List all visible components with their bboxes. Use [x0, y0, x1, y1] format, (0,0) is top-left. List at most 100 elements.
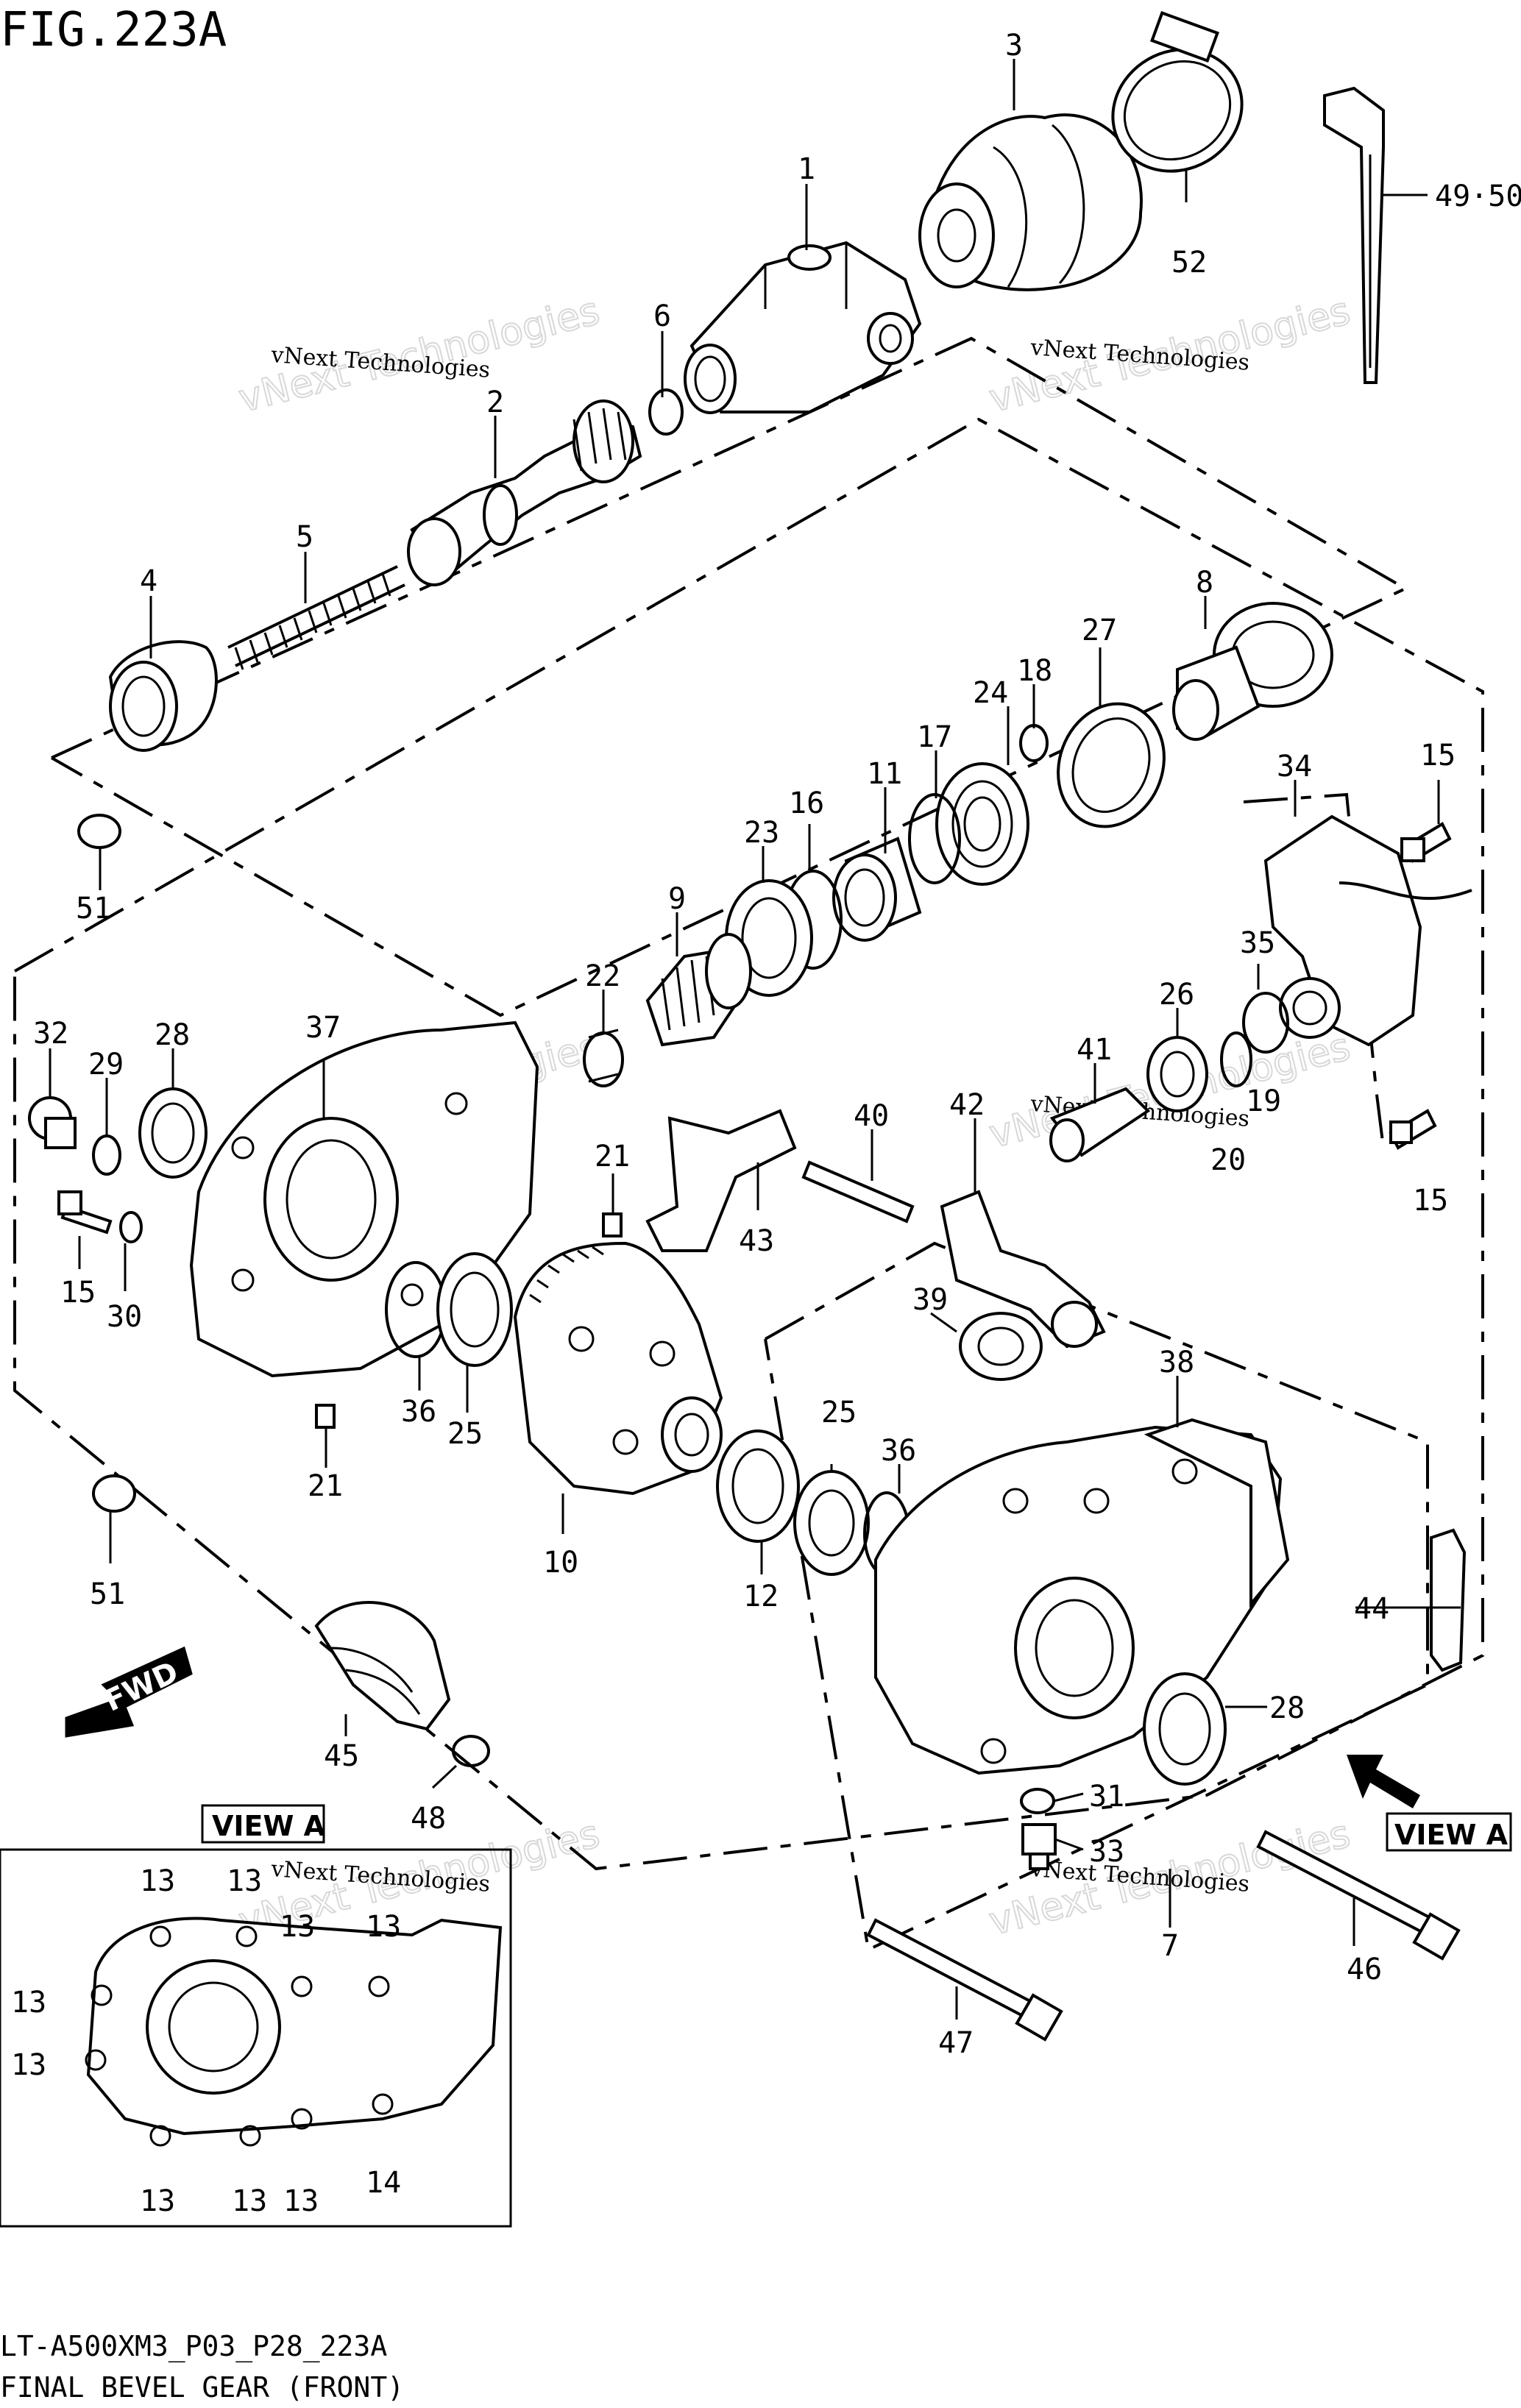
callout-28-left: 28	[155, 1018, 190, 1052]
callout-32: 32	[33, 1017, 68, 1051]
callout-38: 38	[1159, 1346, 1194, 1379]
frame-housing	[764, 1241, 1429, 1952]
needle-bearing-22	[583, 1029, 624, 1087]
callout-24: 24	[973, 676, 1008, 710]
callout-25-right: 25	[821, 1396, 857, 1429]
shaft-40	[801, 1160, 915, 1223]
callout-33: 33	[1089, 1835, 1124, 1869]
sensor-41	[1049, 1087, 1151, 1162]
bearing-25-left	[436, 1252, 513, 1367]
callout-31: 31	[1089, 1780, 1124, 1814]
callout-40: 40	[854, 1099, 889, 1133]
callout-27: 27	[1082, 614, 1117, 647]
model-code: LT-A500XM3_P03_P28_223A	[0, 2330, 387, 2363]
callout-12: 12	[743, 1580, 779, 1613]
sleeve-39	[959, 1312, 1043, 1381]
clamp-48	[452, 1735, 490, 1767]
callout-46: 46	[1347, 1953, 1382, 1986]
spring	[227, 565, 405, 670]
cable-tie	[1323, 86, 1385, 384]
oil-seal-12	[716, 1429, 800, 1543]
callout-15-left: 15	[60, 1276, 96, 1310]
callout-17: 17	[917, 720, 952, 754]
drive-shaft	[407, 399, 642, 586]
nut-51-top	[77, 814, 121, 849]
callout-16: 16	[789, 786, 824, 820]
callout-labels: 1 2 3 4 5 6 7 8 9 10 11 12 15 15 15 16 1…	[33, 29, 1521, 2060]
figure-title: FIG.223A	[0, 3, 227, 57]
fwd-label: FWD	[99, 1655, 183, 1719]
bolt-15-bottom	[1389, 1109, 1437, 1150]
inset-view-a: VIEW A	[0, 1804, 512, 2228]
callout-7: 7	[1161, 1929, 1179, 1963]
callout-37: 37	[305, 1011, 341, 1045]
inset-callout-13: 13	[140, 1864, 175, 1898]
callout-47: 47	[938, 2026, 974, 2060]
pinion-gear	[645, 933, 752, 1047]
oil-seal-28-left	[138, 1087, 208, 1179]
inset-callout-13: 13	[280, 1910, 315, 1944]
callout-1: 1	[798, 152, 815, 186]
bearing-24	[935, 762, 1029, 886]
inset-callout-13: 13	[227, 1864, 262, 1898]
callout-44: 44	[1354, 1592, 1389, 1626]
callout-36-left: 36	[401, 1395, 436, 1429]
oil-seal-27	[1057, 702, 1166, 828]
ring-18	[1019, 724, 1049, 762]
bearing-25-right	[793, 1470, 870, 1576]
callout-51-bottom: 51	[90, 1577, 125, 1611]
callout-21-top: 21	[595, 1140, 630, 1173]
shift-fork-43	[645, 1109, 797, 1252]
figure-caption: FINAL BEVEL GEAR (FRONT)	[0, 2371, 404, 2404]
circlip	[648, 388, 684, 436]
callout-26: 26	[1159, 978, 1194, 1012]
callout-30: 30	[107, 1300, 142, 1334]
callout-20: 20	[1210, 1143, 1246, 1177]
boot-45	[314, 1601, 451, 1731]
ring-17	[908, 793, 961, 884]
nut-51-bottom	[92, 1474, 136, 1513]
washer-29	[92, 1134, 121, 1176]
callout-18: 18	[1017, 654, 1052, 688]
callout-6: 6	[653, 299, 671, 333]
boot	[918, 113, 1143, 291]
callout-5: 5	[296, 520, 313, 554]
bushing-11	[832, 837, 922, 942]
callout-8: 8	[1196, 566, 1213, 600]
callout-19: 19	[1246, 1084, 1281, 1118]
shift-lever-42	[940, 1190, 1106, 1349]
clip-44	[1430, 1528, 1467, 1672]
callout-25-left: 25	[447, 1417, 483, 1451]
callout-41: 41	[1077, 1033, 1112, 1067]
clamp	[1111, 10, 1244, 173]
circlip-19	[1220, 1031, 1252, 1087]
callout-45: 45	[324, 1739, 359, 1773]
inset-callout-13: 13	[140, 2184, 175, 2218]
actuator-34	[1263, 814, 1472, 1047]
universal-joint	[684, 241, 922, 414]
inset-callout-13: 13	[232, 2184, 267, 2218]
callout-48: 48	[411, 1802, 446, 1836]
differential-10	[513, 1241, 723, 1496]
washer-31	[1020, 1788, 1055, 1814]
callout-11: 11	[867, 757, 902, 791]
ring-20	[1242, 992, 1289, 1054]
callout-35: 35	[1240, 926, 1275, 960]
callout-28-right: 28	[1269, 1691, 1305, 1725]
callout-29: 29	[88, 1048, 124, 1082]
pinion-bearing-holder	[1172, 602, 1333, 741]
inset-callout-13: 13	[11, 2048, 46, 2082]
frame-propshaft	[51, 336, 1409, 1017]
bolt-15-top	[1400, 822, 1452, 863]
leader-lines	[49, 59, 1461, 2020]
callout-52: 52	[1171, 246, 1207, 280]
dowel-pin-21-top	[602, 1212, 623, 1237]
callout-23: 23	[744, 816, 779, 850]
view-a-label-arrow: VIEW A	[1394, 1819, 1508, 1851]
callout-3: 3	[1005, 29, 1023, 63]
view-a-label-inset: VIEW A	[212, 1810, 326, 1842]
view-a-indicator: VIEW A	[1347, 1755, 1512, 1852]
callout-36-right: 36	[881, 1434, 916, 1468]
oil-seal-28-right	[1143, 1672, 1227, 1786]
inset-callout-labels: 13 13 13 13 13 13 13 13 13 14	[11, 1864, 401, 2218]
